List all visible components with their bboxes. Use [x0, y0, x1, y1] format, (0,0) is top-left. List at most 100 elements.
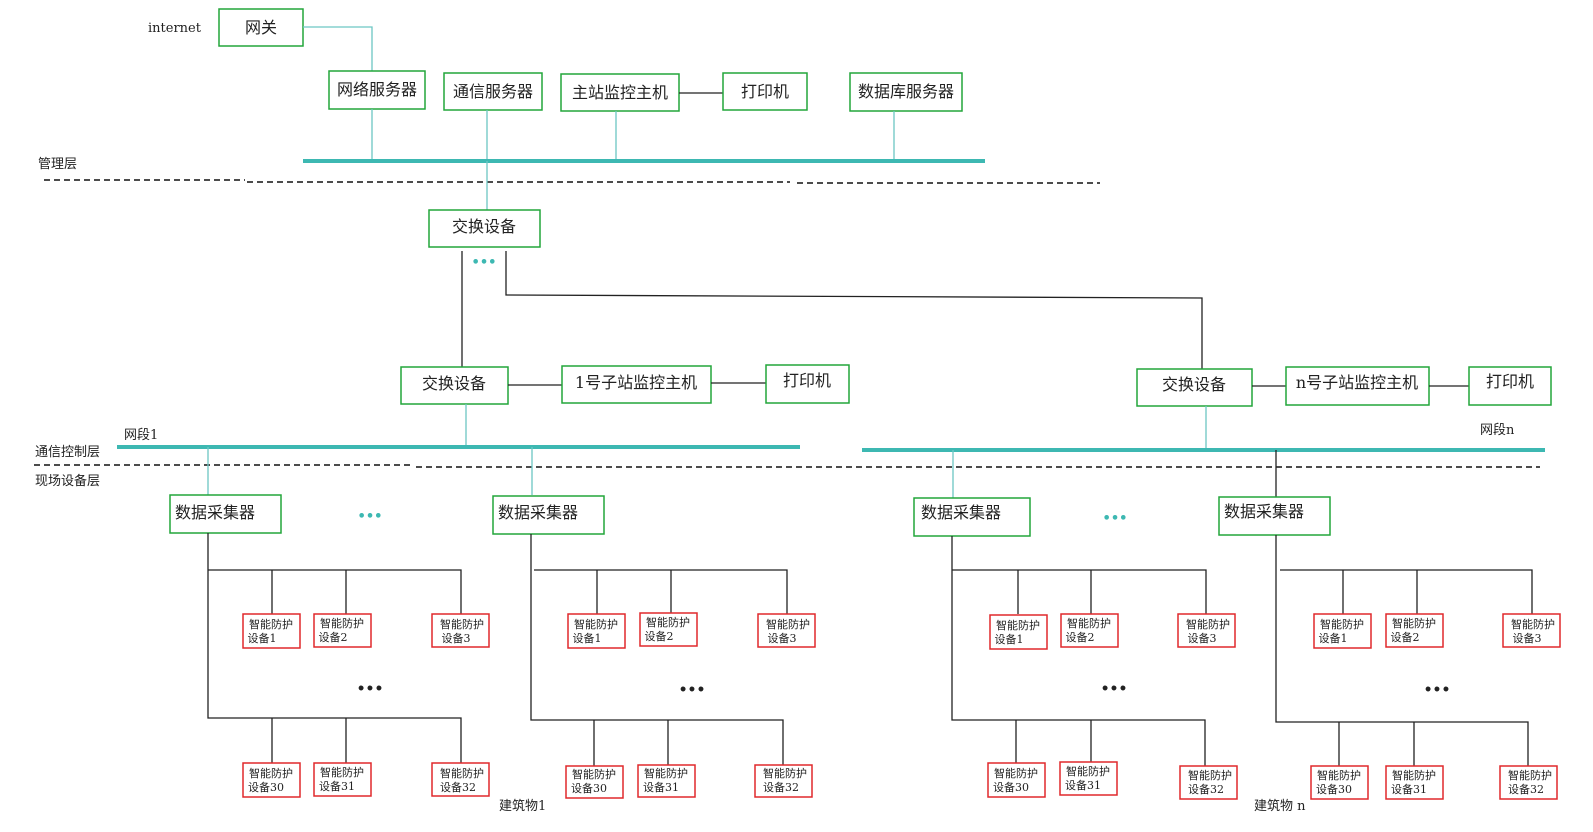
svg-text:数据采集器: 数据采集器 [175, 503, 255, 522]
svg-text:设备31: 设备31 [643, 780, 679, 794]
svg-text:智能防护: 智能防护 [1511, 617, 1555, 631]
gateway-node: 网关 [218, 8, 304, 47]
group-4-wiring [1275, 535, 1533, 766]
svg-text:设备32: 设备32 [763, 780, 799, 794]
svg-text:设备32: 设备32 [1508, 782, 1544, 796]
segment-n-label: 网段n [1480, 423, 1515, 438]
management-layer-divider [44, 179, 1100, 184]
svg-text:智能防护: 智能防护 [646, 615, 690, 629]
svg-text:设备30: 设备30 [571, 781, 607, 795]
building-1-label: 建筑物1 [499, 798, 546, 814]
core-switch-node: 交换设备 [428, 209, 541, 248]
svg-text:设备1: 设备1 [573, 631, 602, 645]
svg-text:智能防护: 智能防护 [644, 766, 688, 780]
svg-text:打印机: 打印机 [1486, 372, 1534, 391]
svg-text:打印机: 打印机 [783, 371, 831, 390]
svg-text:智能防护: 智能防护 [1320, 617, 1364, 631]
svg-text:智能防护: 智能防护 [1066, 764, 1110, 778]
collector-ellipsis-2: ••• [1103, 511, 1128, 526]
svg-text:智能防护: 智能防护 [249, 766, 293, 780]
server-drops [371, 109, 895, 161]
comm-layer-divider [34, 464, 1540, 468]
svg-text:智能防护: 智能防护 [320, 616, 364, 630]
subn-printer-node: 打印机 [1468, 366, 1552, 406]
collector-3-node: 数据采集器 [913, 497, 1031, 537]
core-ellipsis: ••• [472, 255, 497, 270]
svg-text:智能防护: 智能防护 [1392, 768, 1436, 782]
group-1-wiring [207, 533, 462, 766]
building-n-label: 建筑物 n [1254, 798, 1306, 814]
svg-text:设备30: 设备30 [993, 780, 1029, 794]
svg-text:设备2: 设备2 [319, 630, 348, 644]
svg-text:设备31: 设备31 [1065, 778, 1101, 792]
svg-text:智能防护: 智能防护 [1188, 768, 1232, 782]
sub1-switch-node: 交换设备 [400, 366, 509, 405]
device-ellipsis-4: ••• [1424, 682, 1451, 698]
group-3-wiring [951, 536, 1207, 766]
collector-2-node: 数据采集器 [492, 495, 605, 535]
svg-text:n号子站监控主机: n号子站监控主机 [1296, 373, 1418, 392]
svg-text:智能防护: 智能防护 [1508, 768, 1552, 782]
svg-text:设备1: 设备1 [1319, 631, 1348, 645]
svg-text:数据采集器: 数据采集器 [921, 503, 1001, 522]
svg-text:智能防护: 智能防护 [574, 617, 618, 631]
segment-1-label: 网段1 [124, 428, 158, 443]
svg-text:设备3: 设备3 [442, 631, 471, 645]
svg-text:交换设备: 交换设备 [1162, 375, 1226, 394]
svg-text:设备2: 设备2 [1391, 630, 1420, 644]
svg-text:网关: 网关 [245, 18, 277, 37]
svg-text:设备31: 设备31 [319, 779, 355, 793]
svg-text:交换设备: 交换设备 [452, 217, 516, 236]
master-printer-node: 打印机 [722, 72, 808, 111]
sub1-host-node: 1号子站监控主机 [561, 365, 712, 404]
collector-1-node: 数据采集器 [169, 494, 282, 534]
svg-text:交换设备: 交换设备 [422, 374, 486, 393]
device-ellipsis-3: ••• [1101, 681, 1128, 697]
svg-text:设备2: 设备2 [1066, 630, 1095, 644]
svg-text:智能防护: 智能防护 [996, 618, 1040, 632]
svg-text:设备3: 设备3 [1513, 631, 1542, 645]
collector-drops [207, 447, 954, 498]
subn-switch-node: 交换设备 [1136, 368, 1253, 407]
device-ellipsis-2: ••• [679, 682, 706, 698]
comm-server-node: 通信服务器 [443, 72, 543, 111]
svg-text:设备30: 设备30 [248, 780, 284, 794]
svg-text:设备1: 设备1 [995, 632, 1024, 646]
svg-text:智能防护: 智能防护 [994, 766, 1038, 780]
svg-text:设备30: 设备30 [1316, 782, 1352, 796]
field-layer-label: 现场设备层 [35, 473, 100, 489]
gateway-link [303, 26, 373, 71]
svg-text:设备3: 设备3 [768, 631, 797, 645]
management-layer-label: 管理层 [38, 157, 77, 172]
svg-text:网络服务器: 网络服务器 [337, 80, 417, 99]
svg-text:设备3: 设备3 [1188, 631, 1217, 645]
svg-text:智能防护: 智能防护 [766, 617, 810, 631]
group-2-wiring [530, 534, 788, 766]
svg-text:设备32: 设备32 [1188, 782, 1224, 796]
svg-text:智能防护: 智能防护 [763, 766, 807, 780]
database-server-node: 数据库服务器 [849, 72, 963, 112]
svg-text:通信服务器: 通信服务器 [453, 82, 533, 101]
svg-text:智能防护: 智能防护 [1067, 616, 1111, 630]
device-ellipsis-1: ••• [357, 681, 384, 697]
core-to-subn-link [505, 251, 1203, 369]
svg-text:设备31: 设备31 [1391, 782, 1427, 796]
svg-text:智能防护: 智能防护 [572, 767, 616, 781]
collector-4-node: 数据采集器 [1218, 496, 1331, 536]
